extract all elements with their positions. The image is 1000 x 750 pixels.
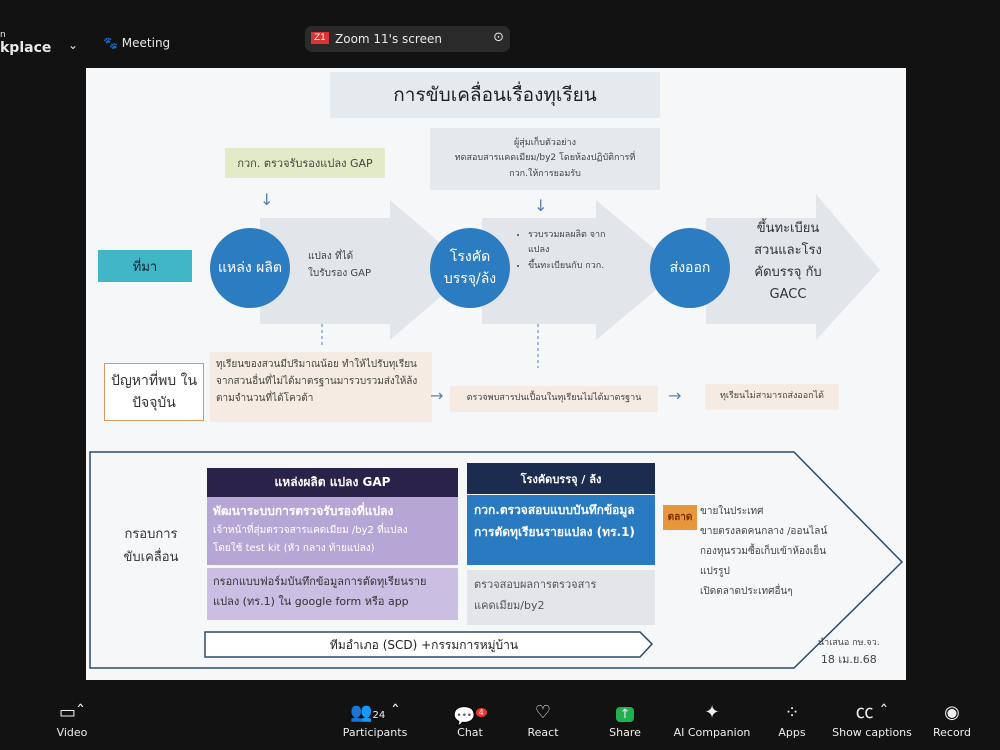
workspace-label-top: n xyxy=(0,30,6,40)
problem-box-1: ทุเรียนของสวนมีปริมาณน้อย ทำให้ไปรับทุเร… xyxy=(210,352,432,422)
problem-box-2: ตรวจพบสารปนเปื้อนในทุเรียนไม่ได้มาตรฐาน xyxy=(450,386,658,412)
circle-export: ส่งออก xyxy=(650,228,730,308)
col1-header: แหล่งผลิต แปลง GAP xyxy=(207,468,458,497)
video-label: Video xyxy=(56,726,88,739)
sparkle-icon: ✦ xyxy=(704,702,720,723)
share-button[interactable]: ↑Share xyxy=(580,700,670,739)
circle-production: แหล่ง ผลิต xyxy=(210,228,290,308)
share-avatar: Z1 xyxy=(311,32,329,44)
bullet: รวบรวมผลผลิต จากแปลง xyxy=(528,228,618,259)
market-list: ขายในประเทศ ขายตรงลดคนกลาง /ออนไลน์ กองท… xyxy=(700,502,827,602)
problem-box-3: ทุเรียนไม่สามารถส่งออกได้ xyxy=(705,384,839,410)
down-arrow-icon: ↓ xyxy=(260,190,274,209)
apps-label: Apps xyxy=(778,726,806,739)
record-button[interactable]: ◉ Record xyxy=(907,700,997,739)
paw-icon: 🐾 xyxy=(103,36,118,50)
market-item: เปิดตลาดประเทศอื่นๆ xyxy=(700,586,793,597)
circle-packhouse: โรงคัด บรรจุ/ล้ง xyxy=(430,228,510,308)
process-arrows xyxy=(89,194,904,669)
chat-badge: 4 xyxy=(475,708,487,717)
apps-button[interactable]: ⁘ Apps xyxy=(747,700,837,739)
heart-icon: ♡ xyxy=(534,702,552,723)
sample-line: กวก.ให้การยอมรับ xyxy=(509,168,581,179)
right-arrow-icon: → xyxy=(430,386,444,405)
arrow3-text: ขึ้นทะเบียน สวนและโรง คัดบรรจุ กับ GACC xyxy=(754,221,822,303)
apps-icon: ⁘ xyxy=(784,702,800,723)
captions-label: Show captions xyxy=(832,726,912,739)
sample-box: ผู้สุ่มเก็บตัวอย่าง ทดสอบสารแคดเมียม/by2… xyxy=(430,128,660,190)
share-title: Zoom 11's screen xyxy=(335,32,442,46)
arrow2-bullets: รวบรวมผลผลิต จากแปลงขึ้นทะเบียนกับ กวก. xyxy=(516,228,618,274)
arrow1-text: แปลง ที่ได้ใบรับรอง GAP xyxy=(308,248,371,282)
share-label: Share xyxy=(609,726,641,739)
chat-icon: 💬4 xyxy=(425,700,515,727)
meeting-label: Meeting xyxy=(121,36,171,50)
arrow-shape xyxy=(482,200,680,340)
gap-box: กวก. ตรวจรับรองแปลง GAP xyxy=(225,148,385,178)
market-item: กองทุนรวมซื้อเก็บเข้าห้องเย็น xyxy=(700,546,827,557)
ai-companion-button[interactable]: ✦ AI Companion xyxy=(667,700,757,739)
arrow-shape xyxy=(706,194,880,340)
more-icon[interactable]: ⊙ xyxy=(493,30,504,45)
ai-label: AI Companion xyxy=(673,726,751,739)
market-item: ขายตรงลดคนกลาง /ออนไลน์ xyxy=(700,526,828,537)
arrow-shape xyxy=(260,200,472,340)
col1-row2: กรอกแบบฟอร์มบันทึกข้อมูลการตัดทุเรียนราย… xyxy=(207,568,458,620)
react-button[interactable]: ♡ React xyxy=(498,700,588,739)
captions-button[interactable]: ㏄ ˆ Show captions xyxy=(827,700,917,739)
team-bar: ทีมอำเภอ (SCD) +กรรมการหมู่บ้าน xyxy=(329,637,519,652)
down-arrow-icon: ↓ xyxy=(534,196,548,215)
col2-row2: ตรวจสอบผลการตรวจสาร แคดเมียม/by2 xyxy=(467,570,655,625)
framework-label: กรอบการ ขับเคลื่อน xyxy=(123,527,179,566)
market-item: ขายในประเทศ xyxy=(700,506,764,517)
share-indicator[interactable]: Z1 Zoom 11's screen ⊙ xyxy=(305,26,510,52)
record-label: Record xyxy=(932,726,971,739)
text-line: พัฒนาระบบการตรวจรับรองที่แปลง xyxy=(213,504,394,518)
market-tag: ตลาด xyxy=(663,505,697,530)
chevron-down-icon[interactable]: ⌄ xyxy=(68,38,79,52)
team-bar-shape xyxy=(204,631,654,658)
shared-slide: การขับเคลื่อนเรื่องทุเรียน กวก. ตรวจรับร… xyxy=(86,68,906,680)
col2-header: โรงคัดบรรจุ / ล้ง xyxy=(467,463,655,494)
video-button[interactable]: ▭ˆ Video xyxy=(27,700,117,739)
react-label: React xyxy=(527,726,559,739)
workspace-label: kplace xyxy=(0,40,52,56)
col2-body: กวก.ตรวจสอบแบบบันทึกข้อมูลการตัดทุเรียนร… xyxy=(467,495,655,565)
slide-title: การขับเคลื่อนเรื่องทุเรียน xyxy=(330,72,660,118)
chat-label: Chat xyxy=(457,726,483,739)
text-line: แปลง ที่ได้ xyxy=(308,251,354,262)
text-line: โดยใช้ test kit (หัว กลาง ท้ายแปลง) xyxy=(213,542,375,554)
bullet: ขึ้นทะเบียนกับ กวก. xyxy=(528,259,618,274)
participants-button[interactable]: 👥24 ˆ Participants xyxy=(330,700,420,739)
pentagon-frame xyxy=(89,451,904,669)
credit-date: 18 เม.ย.68 xyxy=(820,653,877,667)
participants-icon: 👥24 ˆ xyxy=(350,702,400,723)
text-line: เจ้าหน้าที่สุ่มตรวจสารแคดเมียม /by2 ที่แ… xyxy=(213,525,408,536)
sample-line: ผู้สุ่มเก็บตัวอย่าง xyxy=(514,138,576,149)
col1-body: พัฒนาระบบการตรวจรับรองที่แปลงเจ้าหน้าที่… xyxy=(207,497,458,565)
text-line: ใบรับรอง GAP xyxy=(308,268,372,279)
market-item: แปรรูป xyxy=(700,566,730,577)
credit-line: นำเสนอ กษ.จว. xyxy=(818,638,880,648)
video-camera-icon: ▭ˆ xyxy=(58,702,85,723)
participants-label: Participants xyxy=(342,726,408,739)
credit: นำเสนอ กษ.จว. 18 เม.ย.68 xyxy=(818,636,880,670)
sample-line: ทดสอบสารแคดเมียม/by2 โดยห้องปฏิบัติการที… xyxy=(454,153,636,164)
right-arrow-icon: → xyxy=(668,386,682,405)
record-icon: ◉ xyxy=(944,702,960,723)
share-icon: ↑ xyxy=(580,700,670,726)
participants-count: 24 xyxy=(372,710,386,721)
source-label: ที่มา xyxy=(98,250,192,282)
problem-label: ปัญหาที่พบ ในปัจจุบัน xyxy=(104,363,204,421)
cc-icon: ㏄ ˆ xyxy=(855,702,889,723)
meeting-button[interactable]: 🐾 Meeting xyxy=(103,36,170,50)
